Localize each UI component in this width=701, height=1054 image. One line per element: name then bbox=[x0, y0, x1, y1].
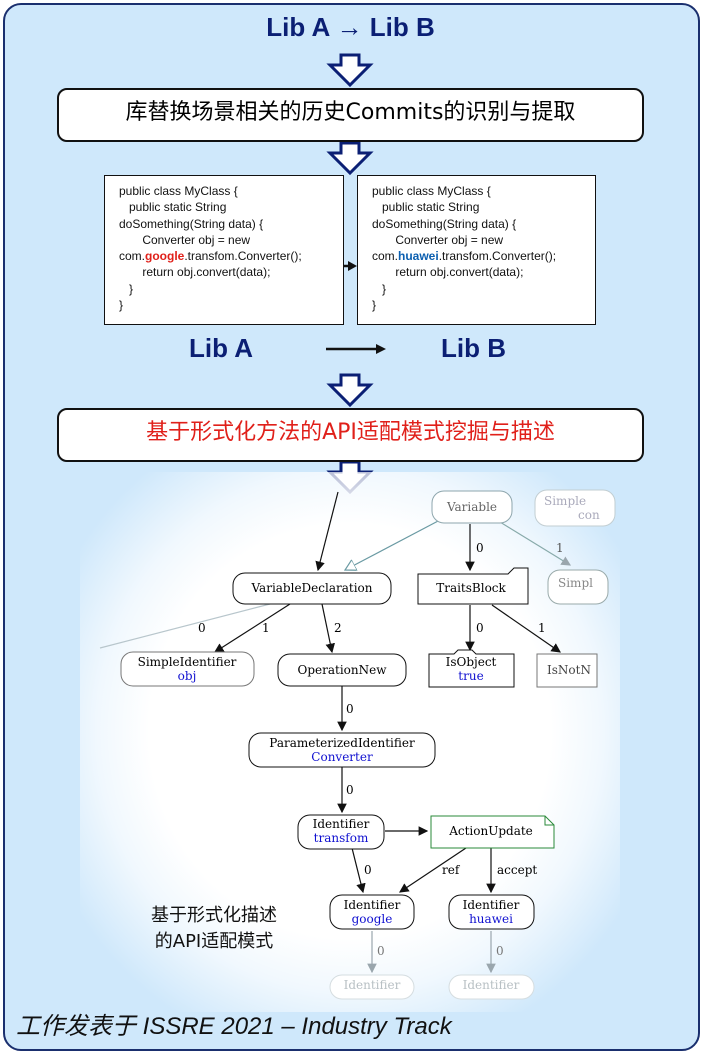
code-text: .transfom.Converter(); bbox=[184, 249, 302, 264]
code-line: Converter obj = new bbox=[119, 232, 251, 247]
code-line: } bbox=[119, 298, 124, 313]
node-simple-faded2-label: Simpl bbox=[558, 576, 593, 590]
down-arrow-icon bbox=[326, 53, 374, 88]
node-simple-faded-sub: con bbox=[578, 508, 600, 522]
node-identifier-google-label: Identifier bbox=[344, 898, 401, 912]
node-simple-identifier-label: SimpleIdentifier bbox=[138, 655, 237, 669]
node-identifier-google-value: google bbox=[352, 912, 393, 926]
node-identifier-faded-label: Identifier bbox=[344, 978, 401, 992]
node-parameterized-identifier-label: ParameterizedIdentifier bbox=[269, 736, 415, 750]
edge-label: 0 bbox=[377, 944, 385, 958]
stage-commit-extraction: 库替换场景相关的历史Commits的识别与提取 bbox=[57, 88, 644, 142]
down-arrow-icon bbox=[326, 141, 374, 176]
edge-label: 1 bbox=[538, 621, 546, 635]
code-text: .transfom.Converter(); bbox=[438, 249, 557, 264]
node-action-update bbox=[430, 815, 555, 849]
right-arrow-icon bbox=[348, 261, 357, 271]
page-title: Lib A → Lib B bbox=[266, 12, 435, 42]
node-identifier-faded bbox=[329, 974, 415, 1000]
graph-caption: 基于形式化描述 的API适配模式 bbox=[124, 903, 304, 955]
node-identifier-transfom-value: transfom bbox=[314, 831, 369, 845]
edge-label: 2 bbox=[334, 621, 342, 635]
node-variable-declaration-label: VariableDeclaration bbox=[250, 581, 372, 595]
node-parameterized-identifier bbox=[248, 732, 436, 768]
node-simple-identifier bbox=[120, 651, 255, 687]
edge-label: 0 bbox=[198, 621, 206, 635]
node-parameterized-identifier-value: Converter bbox=[311, 750, 373, 764]
node-simple-faded bbox=[534, 489, 616, 527]
code-line: public class MyClass { bbox=[119, 184, 238, 198]
lib-a-label: Lib A bbox=[189, 333, 254, 363]
edge-label: accept bbox=[497, 863, 537, 877]
node-operation-new bbox=[277, 653, 407, 687]
node-simple-identifier-value: obj bbox=[178, 669, 197, 683]
code-box-lib-a: public class MyClass { public static Str… bbox=[104, 175, 344, 325]
node-traits-block-label: TraitsBlock bbox=[436, 581, 506, 595]
node-is-object-value: true bbox=[458, 669, 483, 683]
node-simple-faded-label: Simple bbox=[544, 494, 586, 508]
node-simple-faded2 bbox=[547, 569, 609, 605]
code-line: } bbox=[372, 281, 387, 296]
right-arrow-icon bbox=[376, 344, 386, 354]
node-identifier-huawei bbox=[448, 894, 535, 930]
edge-label: 1 bbox=[556, 541, 564, 555]
lib-b-label: Lib B bbox=[441, 333, 506, 363]
stage-pattern-mining-label: 基于形式化方法的API适配模式挖掘与描述 bbox=[146, 420, 555, 445]
node-is-not bbox=[536, 653, 598, 688]
edge-label: 0 bbox=[476, 621, 484, 635]
highlight-huawei: huawei bbox=[398, 249, 439, 264]
node-identifier-google bbox=[329, 894, 415, 930]
node-identifier-transfom bbox=[297, 814, 385, 850]
code-line: Converter obj = new bbox=[372, 232, 504, 247]
stage-commit-extraction-label: 库替换场景相关的历史Commits的识别与提取 bbox=[125, 100, 576, 125]
code-line: public static String bbox=[119, 200, 227, 215]
code-line: return obj.convert(data); bbox=[119, 265, 271, 280]
edge-label: 0 bbox=[364, 863, 372, 877]
code-box-lib-b: public class MyClass { public static Str… bbox=[357, 175, 596, 325]
edge-label: 1 bbox=[262, 621, 270, 635]
node-identifier-faded-label: Identifier bbox=[463, 978, 520, 992]
node-is-object bbox=[428, 649, 515, 688]
code-line: com.huawei.transfom.Converter(); bbox=[372, 248, 587, 264]
publication-footer: 工作发表于 ISSRE 2021 – Industry Track bbox=[16, 1013, 452, 1040]
node-variable-declaration bbox=[232, 572, 392, 605]
code-line: com.google.transfom.Converter(); bbox=[119, 248, 335, 264]
code-line: public static String bbox=[372, 200, 480, 215]
node-is-not-label: IsNotN bbox=[547, 663, 591, 677]
edge-label: 0 bbox=[346, 702, 354, 716]
node-variable-label: Variable bbox=[446, 500, 497, 514]
code-line: } bbox=[119, 281, 134, 296]
code-text: com. bbox=[119, 249, 146, 264]
highlight-google: google bbox=[145, 249, 185, 264]
node-identifier-faded bbox=[448, 974, 535, 1000]
edge-label: ref bbox=[442, 863, 461, 877]
code-line: doSomething(String data) { bbox=[119, 216, 264, 231]
caption-line: 的API适配模式 bbox=[154, 931, 274, 952]
code-line: public class MyClass { bbox=[372, 184, 491, 198]
down-arrow-icon bbox=[326, 373, 374, 408]
node-action-update-label: ActionUpdate bbox=[448, 824, 533, 838]
node-traits-block bbox=[417, 567, 529, 605]
edge-label: 0 bbox=[476, 541, 484, 555]
code-line: } bbox=[372, 298, 377, 313]
node-operation-new-label: OperationNew bbox=[298, 663, 388, 677]
node-variable bbox=[431, 490, 513, 524]
edge-label: 0 bbox=[496, 944, 504, 958]
code-line: return obj.convert(data); bbox=[372, 265, 524, 280]
edge-label: 0 bbox=[346, 783, 354, 797]
node-identifier-huawei-label: Identifier bbox=[463, 898, 520, 912]
node-identifier-huawei-value: huawei bbox=[469, 912, 513, 926]
caption-line: 基于形式化描述 bbox=[151, 905, 277, 926]
code-text: com. bbox=[372, 249, 399, 264]
node-identifier-transfom-label: Identifier bbox=[313, 817, 370, 831]
node-is-object-label: IsObject bbox=[446, 655, 497, 669]
code-line: doSomething(String data) { bbox=[372, 216, 517, 231]
stage-pattern-mining: 基于形式化方法的API适配模式挖掘与描述 bbox=[57, 408, 644, 462]
